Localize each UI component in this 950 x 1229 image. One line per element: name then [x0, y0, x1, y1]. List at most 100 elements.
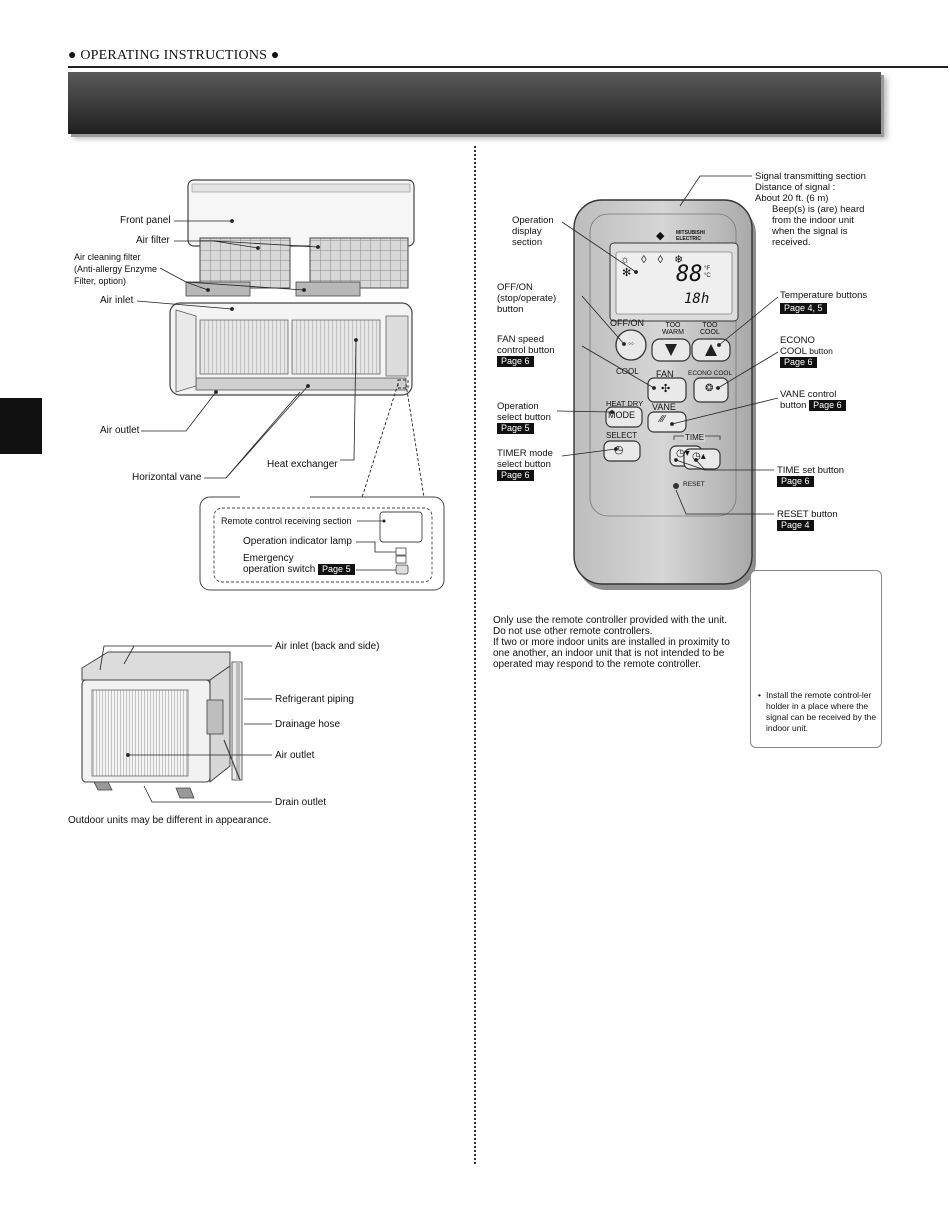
callout-vane: VANE control button Page 6 — [780, 389, 846, 411]
page-ref-badge: Page 6 — [809, 400, 846, 411]
page-ref-badge: Page 6 — [780, 357, 817, 368]
remote-brand-line-1: MITSUBISHI — [676, 230, 705, 236]
bullet-icon: • — [758, 690, 761, 700]
page-ref-badge: Page 6 — [777, 476, 814, 487]
remote-label-heat-dry: HEAT DRY — [606, 399, 644, 408]
callout-fan-speed: FAN speed control button Page 6 — [497, 334, 555, 367]
time-up-icon[interactable]: ◷▴ — [692, 451, 706, 462]
label-indicator-lamp: Operation indicator lamp — [243, 536, 352, 547]
callout-econo: ECONO COOL button Page 6 — [780, 335, 833, 368]
display-unit: °F °C — [704, 266, 711, 279]
callout-temp-buttons: Temperature buttons Page 4, 5 — [780, 290, 867, 314]
outdoor-unit — [81, 651, 243, 799]
callout-signal-1: Signal transmitting section — [755, 171, 866, 182]
reset-button[interactable]: RESET — [683, 481, 705, 488]
temp-up-button[interactable] — [692, 339, 730, 361]
callout-signal-3: About 20 ft. (6 m) — [755, 193, 829, 204]
remote-btn-label-too-warm: TOO WARM — [662, 322, 684, 336]
note-line: Only use the remote controller provided … — [493, 615, 728, 626]
callout-op-select-2: select button — [497, 412, 551, 423]
remote-btn-label-select: SELECT — [606, 431, 638, 440]
callout-econo-1: ECONO — [780, 335, 815, 346]
outdoor-footnote: Outdoor units may be different in appear… — [68, 815, 272, 826]
label-air-cleaning-filter-3: Filter, option) — [74, 276, 127, 286]
callout-op-select: Operation select button Page 5 — [497, 401, 551, 434]
callout-econo-2b: button — [809, 346, 833, 356]
display-temperature: 88 — [676, 262, 703, 287]
temp-down-button[interactable] — [652, 339, 690, 361]
callout-signal-4: Beep(s) is (are) heard — [772, 204, 865, 215]
indoor-detail-box — [199, 495, 445, 591]
detail-callout-lines — [357, 379, 427, 511]
remote-brand-line-2: ELECTRIC — [676, 236, 701, 242]
page-ref-badge: Page 6 — [497, 470, 534, 481]
vane-icon[interactable]: ⁄⁄⁄ — [660, 414, 666, 425]
callout-op-display: Operation display section — [512, 215, 554, 248]
callout-timer-mode-2: select button — [497, 459, 551, 470]
callout-signal-7: received. — [772, 237, 811, 248]
too-warm-line-1: TOO — [665, 322, 681, 329]
title-banner — [68, 72, 881, 134]
callout-signal-5: from the indoor unit — [772, 215, 854, 226]
timer-select-clock-icon[interactable]: ◷ — [614, 444, 624, 456]
mitsubishi-logo-icon: ◆ — [656, 230, 665, 242]
remote-btn-label-offon: OFF/ON — [610, 318, 644, 328]
callout-econo-2: COOL — [780, 346, 807, 357]
remote-btn-label-econo-cool: ECONO COOL — [688, 370, 733, 377]
callout-offon-2: (stop/operate) — [497, 293, 557, 304]
callout-op-display-1: Operation — [512, 215, 554, 226]
callout-timer-mode-1: TIMER mode — [497, 448, 553, 459]
note-line: Do not use other remote controllers. — [493, 626, 653, 637]
callout-signal: Signal transmitting section Distance of … — [755, 171, 866, 248]
callout-time-set: TIME set button Page 6 — [777, 465, 844, 487]
holder-note-text: Install the remote control-ler holder in… — [765, 690, 877, 733]
callout-op-display-2: display — [512, 226, 542, 237]
label-air-cleaning-filter-1: Air cleaning filter — [74, 252, 141, 262]
note-line: one another, an indoor unit that is not … — [493, 648, 725, 659]
label-air-filter: Air filter — [136, 235, 170, 246]
column-divider — [474, 146, 476, 1164]
remote-holder-panel — [750, 570, 882, 748]
outdoor-leader-lines — [99, 645, 272, 803]
callout-offon-3: button — [497, 304, 524, 315]
label-emergency-1: Emergency — [243, 553, 294, 564]
section-title: ● OPERATING INSTRUCTIONS ● — [68, 48, 280, 63]
callout-time-set-text: TIME set button — [777, 465, 845, 476]
label-outdoor-air-inlet: Air inlet (back and side) — [275, 641, 380, 652]
callout-fan-speed-2: control button — [497, 345, 555, 356]
page-ref-badge: Page 5 — [497, 423, 534, 434]
label-emergency-2: operation switch Page 5 — [243, 564, 355, 576]
fan-display-icon: ✻ — [622, 267, 632, 279]
callout-signal-6: when the signal is — [772, 226, 848, 237]
label-drain-outlet: Drain outlet — [275, 797, 327, 808]
remote-notes: Only use the remote controller provided … — [493, 615, 730, 670]
remote-btn-label-too-cool: TOO COOL — [700, 322, 720, 336]
remote-btn-label-vane: VANE — [652, 402, 676, 412]
page-ref-badge: Page 4 — [777, 520, 814, 531]
label-air-outlet: Air outlet — [100, 425, 140, 436]
note-line: operated may respond to the remote contr… — [493, 659, 701, 670]
too-warm-line-2: WARM — [662, 329, 684, 336]
label-air-cleaning-filter-2: (Anti-allergy Enzyme — [74, 264, 158, 274]
page-ref-badge: Page 4, 5 — [780, 303, 827, 314]
callout-offon: OFF/ON (stop/operate) button — [497, 282, 556, 315]
page-ref-badge: Page 6 — [497, 356, 534, 367]
callout-signal-2: Distance of signal : — [755, 182, 836, 193]
remote-label-time: TIME — [684, 433, 706, 442]
display-timer: 18h — [684, 291, 710, 307]
mode-button[interactable]: MODE — [608, 410, 635, 420]
time-down-icon[interactable]: ◷▾ — [676, 448, 690, 459]
indoor-unit-body — [169, 302, 413, 396]
power-icon[interactable]: ◦◦ — [628, 339, 634, 348]
label-refrigerant-piping: Refrigerant piping — [275, 694, 354, 705]
label-front-panel: Front panel — [120, 215, 171, 226]
callout-vane-2: button — [780, 400, 807, 411]
fan-icon[interactable]: ✣ — [661, 383, 671, 395]
econo-cool-icon[interactable]: ❂ — [705, 383, 714, 394]
label-outdoor-air-outlet: Air outlet — [275, 750, 315, 761]
too-cool-line-1: TOO — [702, 322, 718, 329]
callout-temp-buttons-text: Temperature buttons — [780, 290, 868, 301]
label-horizontal-vane: Horizontal vane — [132, 472, 202, 483]
note-line: If two or more indoor units are installe… — [493, 637, 730, 648]
